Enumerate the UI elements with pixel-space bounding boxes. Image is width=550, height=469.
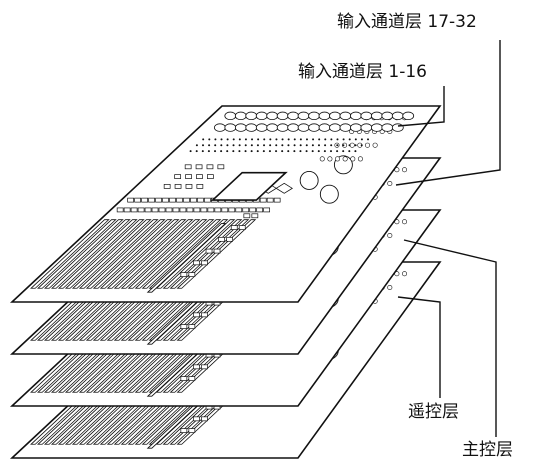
label-input-layer-17-32: 输入通道层 17-32 — [337, 12, 477, 32]
label-input-layer-1-16: 输入通道层 1-16 — [298, 62, 427, 82]
leader-remote — [397, 296, 441, 398]
label-remote-layer: 遥控层 — [408, 402, 459, 422]
leader-master — [403, 239, 497, 437]
console-layer-1 — [9, 105, 442, 303]
leader-input-1-16 — [397, 86, 445, 127]
top-layer-detail — [163, 111, 415, 201]
lcd-screen — [210, 171, 288, 201]
leader-input-17-32 — [395, 40, 501, 186]
label-master-layer: 主控层 — [462, 440, 513, 460]
